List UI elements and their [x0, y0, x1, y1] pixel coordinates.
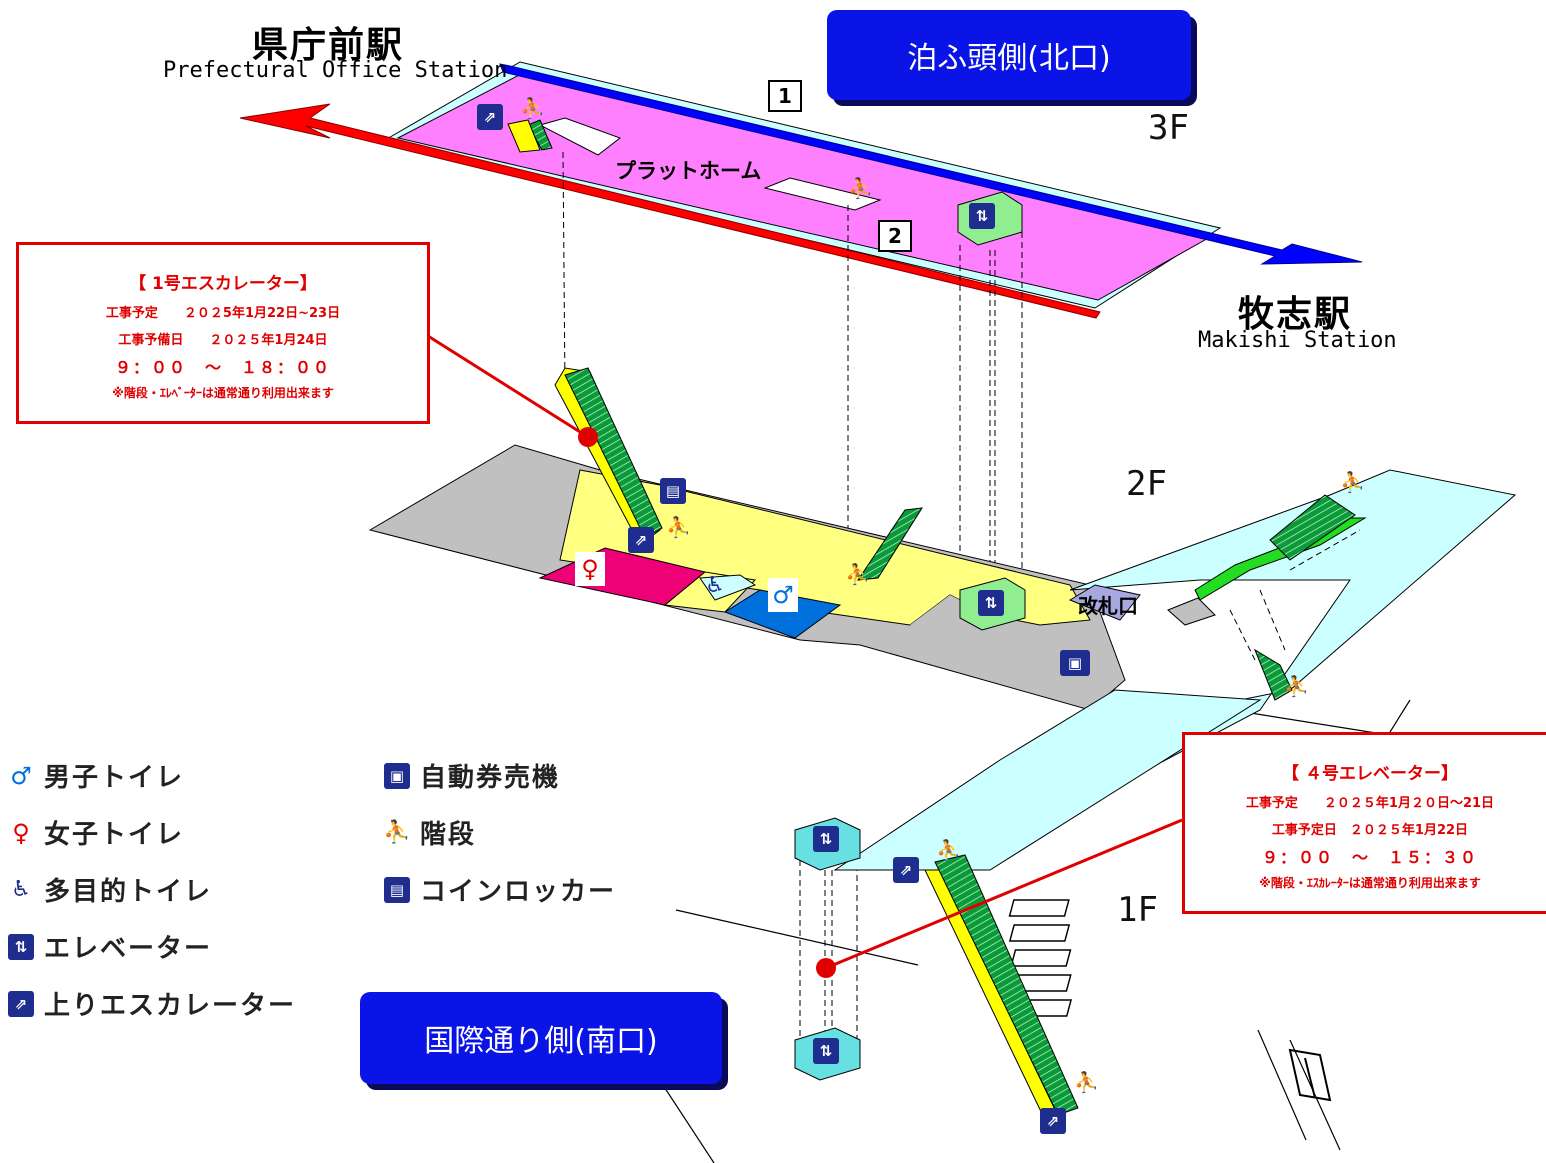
ticket-gate-label: 改札口: [1078, 594, 1138, 618]
stairs-icon: ⛹: [520, 96, 545, 120]
escalator-3f: [527, 119, 553, 151]
elevator-icon: ⇅: [813, 826, 839, 852]
legend-label: 多目的トイレ: [44, 877, 213, 907]
ticket-gate-area: [1068, 584, 1141, 621]
legend-label: 階段: [420, 820, 477, 850]
legend-label: 男子トイレ: [44, 763, 185, 793]
platform-label: プラットホーム: [615, 159, 762, 183]
east-station-name-en: Makishi Station: [1198, 328, 1397, 353]
stairs-icon: ⛹: [845, 562, 870, 586]
notice-backup-date: 工事予備日 ２０２５年1月24日: [118, 333, 328, 348]
escalator-icon: ⇗: [1040, 1108, 1066, 1134]
callout-line-escalator1: [427, 334, 589, 439]
escalator-icon: ⇗: [8, 990, 34, 1017]
elevator-icon: ⇅: [969, 203, 995, 229]
notice-title: 【 1号エスカレーター】: [129, 274, 317, 294]
stairs-icon: ⛹: [1074, 1070, 1099, 1094]
notice-hours: ９：００ ～ １５：３０: [1261, 848, 1478, 867]
escalator-1-notice: 【 1号エスカレーター】 工事予定 ２０２5年1月22日~23日 工事予備日 ２…: [16, 242, 430, 424]
notice-schedule: 工事予定 ２０２５年1月２０日～21日: [1245, 796, 1495, 811]
notice-note: ※階段・ｴﾚﾍﾞｰﾀｰは通常通り利用出来ます: [112, 386, 334, 400]
legend-ticket-machine: ▣ 自動券売機: [384, 757, 560, 794]
escalator-3f-side: [507, 119, 541, 153]
legend-label: エレベーター: [44, 934, 213, 964]
crosswalk: [1008, 899, 1073, 1017]
track-number-2: 2: [878, 220, 912, 252]
notice-hours: ９：００ ～ １８：００: [114, 358, 331, 377]
stairs-icon: ⛹: [848, 176, 873, 200]
callout-line-elevator4: [825, 818, 1183, 970]
legend-stairs: ⛹ 階段: [383, 814, 477, 851]
west-station-name-en: Prefectural Office Station: [163, 58, 508, 83]
shaft-lines: [562, 151, 1023, 1065]
notice-note: ※階段・ｴｽｶﾚｰﾀｰは通常通り利用出来ます: [1259, 876, 1481, 890]
platform-3f: [383, 61, 1222, 309]
legend-mens-toilet: ♂ 男子トイレ: [8, 757, 184, 794]
accessible-toilet-icon: ♿: [11, 877, 31, 902]
stairs-icon: ⛹: [666, 515, 691, 539]
womens-toilet-icon: ♀: [575, 552, 605, 586]
legend-label: 自動券売機: [420, 763, 561, 793]
escalator-icon: ⇗: [893, 857, 919, 883]
track-arrow-east: [499, 63, 1363, 265]
legend-label: 上りエスカレーター: [44, 991, 297, 1021]
legend-label: コインロッカー: [420, 877, 617, 907]
concourse-2f: [368, 444, 1126, 711]
notice-title: 【 ４号エレベーター】: [1282, 764, 1458, 784]
legend-multipurpose-toilet: ♿ 多目的トイレ: [8, 871, 212, 908]
escalator-icon: ⇗: [477, 104, 503, 130]
elevator-icon: ⇅: [8, 933, 34, 960]
womens-toilet-icon: ♀: [12, 818, 30, 847]
stairs-icon: ⛹: [383, 820, 411, 845]
multipurpose-marker: [699, 574, 757, 601]
ticket-machine-icon: ▣: [384, 762, 410, 789]
stairs-2f-center: [856, 507, 923, 581]
legend-up-escalator: ⇗ 上りエスカレーター: [8, 985, 296, 1022]
legend-womens-toilet: ♀ 女子トイレ: [8, 814, 184, 851]
track-arrow-west: [239, 103, 1101, 319]
elevator-icon: ⇅: [813, 1038, 839, 1064]
stairs-walkway: [1194, 494, 1367, 701]
accessible-toilet-icon: ♿: [705, 572, 725, 598]
escalator-1: [554, 367, 663, 546]
east-station-name-ja: 牧志駅: [1238, 294, 1353, 335]
track-number-1: 1: [768, 80, 802, 112]
notice-work-date: 工事予定日 ２０２５年1月22日: [1271, 823, 1469, 838]
coin-locker-icon: ▤: [384, 876, 410, 903]
legend-label: 女子トイレ: [44, 820, 185, 850]
floor-label-1f: 1F: [1117, 890, 1158, 930]
west-station-name-ja: 県庁前駅: [252, 25, 405, 66]
mens-toilet-icon: ♂: [10, 761, 32, 790]
notice-schedule: 工事予定 ２０２5年1月22日~23日: [105, 306, 341, 321]
mens-toilet-icon: ♂: [768, 578, 798, 612]
floor-label-2f: 2F: [1126, 464, 1167, 504]
callout-dot-elevator4: [816, 958, 836, 978]
stairs-icon: ⛹: [1340, 470, 1365, 494]
stairs-icon: ⛹: [1284, 674, 1309, 698]
south-exit-button[interactable]: 国際通り側(南口): [360, 992, 722, 1084]
north-exit-button[interactable]: 泊ふ頭側(北口): [827, 10, 1191, 100]
mens-toilet-area: [723, 589, 842, 639]
floor-label-3f: 3F: [1148, 108, 1189, 148]
legend-coin-locker: ▤ コインロッカー: [384, 871, 616, 908]
road-marking: [1288, 1048, 1332, 1102]
stairs-icon: ⛹: [936, 838, 961, 862]
elevator-icon: ⇅: [978, 590, 1004, 616]
elevator-4-notice: 【 ４号エレベーター】 工事予定 ２０２５年1月２０日～21日 工事予定日 ２０…: [1182, 732, 1546, 914]
walkway: [833, 469, 1517, 871]
coin-locker-icon: ▤: [660, 478, 686, 504]
legend-elevator: ⇅ エレベーター: [8, 928, 212, 965]
callout-dot-escalator1: [578, 427, 598, 447]
ticket-machine-icon: ▣: [1060, 650, 1090, 676]
escalator-icon: ⇗: [628, 527, 654, 553]
